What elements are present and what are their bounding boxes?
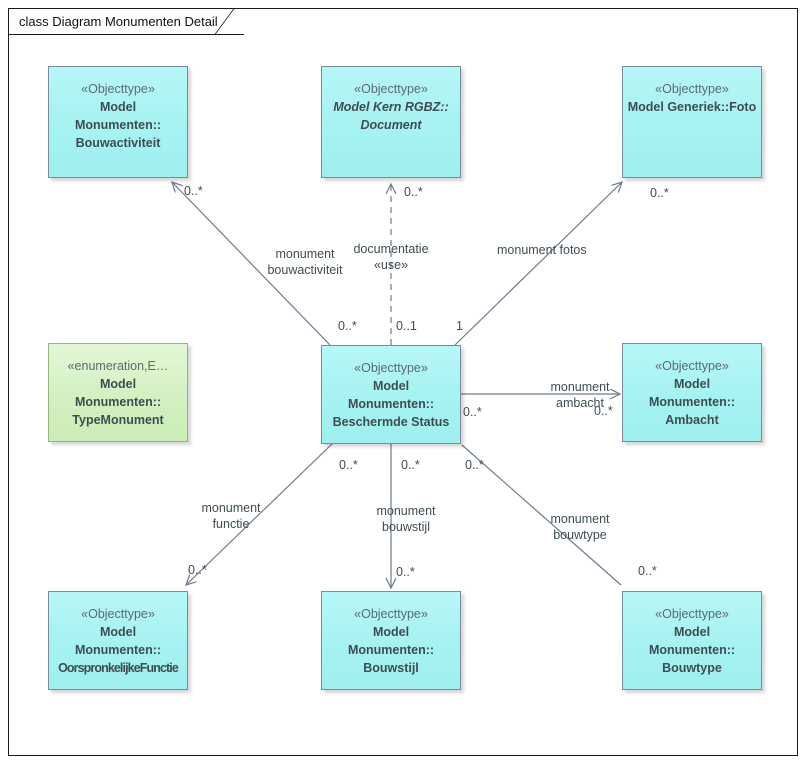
node-name-line: Monumenten:: bbox=[648, 395, 736, 409]
multiplicity-documentatie-target: 0..* bbox=[404, 185, 423, 199]
node-stereotype: «enumeration,E… bbox=[67, 359, 169, 373]
label-line: monument bbox=[550, 380, 610, 394]
multiplicity-bouwtype-target: 0..* bbox=[638, 564, 657, 578]
node-name-line: Monumenten:: bbox=[347, 643, 435, 657]
label-line: bouwtype bbox=[553, 528, 607, 542]
node-name-line: Model bbox=[99, 625, 137, 639]
node-name-line: Beschermde Status bbox=[332, 415, 450, 429]
connector-label-monument-bouwstijl: monument bouwstijl bbox=[356, 503, 456, 535]
connector-label-monument-bouwactiviteit: monument bouwactiviteit bbox=[255, 246, 355, 278]
node-stereotype: «Objecttype» bbox=[655, 359, 729, 373]
node-name-line: Model bbox=[372, 379, 410, 393]
label-stereotype: «use» bbox=[373, 258, 409, 272]
label-line: monument bbox=[201, 501, 261, 515]
label-line: monument bbox=[275, 247, 335, 261]
class-node-foto[interactable]: «Objecttype» Model Generiek::Foto bbox=[622, 66, 762, 178]
node-name-line: Model bbox=[99, 377, 137, 391]
node-name-line: Model bbox=[673, 625, 711, 639]
connector-monument-bouwtype[interactable] bbox=[461, 444, 622, 586]
multiplicity-ambacht-source: 0..* bbox=[463, 405, 482, 419]
node-name-line: Bouwstijl bbox=[363, 661, 419, 675]
node-name-line: Document bbox=[360, 118, 422, 132]
diagram-title: class Diagram Monumenten Detail bbox=[19, 14, 218, 29]
node-name-line: Monumenten:: bbox=[74, 118, 162, 132]
connector-label-documentatie: documentatie «use» bbox=[341, 241, 441, 273]
node-name-line: Monumenten:: bbox=[74, 643, 162, 657]
multiplicity-functie-target: 0..* bbox=[188, 563, 207, 577]
node-name-line: OorspronkelijkeFunctie bbox=[58, 661, 179, 675]
label-line: ambacht bbox=[556, 396, 604, 410]
node-name-line: Monumenten:: bbox=[648, 643, 736, 657]
label-line: functie bbox=[212, 517, 250, 531]
multiplicity-fotos-target: 0..* bbox=[650, 186, 669, 200]
multiplicity-bouwstijl-target: 0..* bbox=[396, 565, 415, 579]
label-line: monument bbox=[376, 504, 436, 518]
multiplicity-bouwstijl-source: 0..* bbox=[401, 458, 420, 472]
diagram-frame-title-tab: class Diagram Monumenten Detail bbox=[8, 8, 244, 35]
connector-label-monument-fotos: monument fotos bbox=[497, 242, 587, 258]
multiplicity-bouwtype-source: 0..* bbox=[465, 458, 484, 472]
connector-monument-bouwactiviteit[interactable] bbox=[172, 182, 331, 346]
multiplicity-fotos-source: 1 bbox=[456, 319, 463, 333]
node-stereotype: «Objecttype» bbox=[81, 82, 155, 96]
class-node-oorspronkelijke-functie[interactable]: «Objecttype» Model Monumenten:: Oorspron… bbox=[48, 591, 188, 690]
multiplicity-bouwactiviteit-source: 0..* bbox=[338, 319, 357, 333]
node-name-line: Model bbox=[372, 625, 410, 639]
multiplicity-bouwactiviteit-target: 0..* bbox=[184, 184, 203, 198]
label-line: monument fotos bbox=[497, 243, 587, 257]
node-stereotype: «Objecttype» bbox=[655, 607, 729, 621]
node-name-line: Model bbox=[673, 377, 711, 391]
class-node-bouwstijl[interactable]: «Objecttype» Model Monumenten:: Bouwstij… bbox=[321, 591, 461, 690]
node-stereotype: «Objecttype» bbox=[354, 361, 428, 375]
label-line: bouwactiviteit bbox=[267, 263, 343, 277]
node-name-line: Model Generiek::Foto bbox=[627, 100, 757, 114]
connector-label-monument-functie: monument functie bbox=[186, 500, 276, 532]
node-name-line: Bouwtype bbox=[662, 661, 722, 675]
node-stereotype: «Objecttype» bbox=[81, 607, 155, 621]
node-stereotype: «Objecttype» bbox=[655, 82, 729, 96]
connector-label-monument-bouwtype: monument bouwtype bbox=[535, 511, 625, 543]
class-node-ambacht[interactable]: «Objecttype» Model Monumenten:: Ambacht bbox=[622, 343, 762, 442]
node-name-line: TypeMonument bbox=[72, 413, 164, 427]
multiplicity-ambacht-target: 0..* bbox=[594, 404, 613, 418]
enumeration-node-typemonument[interactable]: «enumeration,E… Model Monumenten:: TypeM… bbox=[48, 343, 188, 442]
class-node-beschermde-status[interactable]: «Objecttype» Model Monumenten:: Bescherm… bbox=[321, 345, 461, 444]
multiplicity-functie-source: 0..* bbox=[339, 458, 358, 472]
multiplicity-documentatie-source: 0..1 bbox=[396, 319, 417, 333]
node-stereotype: «Objecttype» bbox=[354, 607, 428, 621]
node-name-line: Monumenten:: bbox=[74, 395, 162, 409]
class-node-document[interactable]: «Objecttype» Model Kern RGBZ:: Document bbox=[321, 66, 461, 178]
label-line: bouwstijl bbox=[382, 520, 430, 534]
connector-monument-fotos[interactable] bbox=[454, 182, 622, 346]
connector-label-monument-ambacht: monument ambacht bbox=[539, 379, 621, 411]
label-line: monument bbox=[550, 512, 610, 526]
class-node-bouwtype[interactable]: «Objecttype» Model Monumenten:: Bouwtype bbox=[622, 591, 762, 690]
node-name-line: Bouwactiviteit bbox=[75, 136, 161, 150]
node-stereotype: «Objecttype» bbox=[354, 82, 428, 96]
node-name-line: Model Kern RGBZ:: bbox=[333, 100, 449, 114]
node-name-line: Monumenten:: bbox=[347, 397, 435, 411]
class-node-bouwactiviteit[interactable]: «Objecttype» Model Monumenten:: Bouwacti… bbox=[48, 66, 188, 178]
node-name-line: Ambacht bbox=[665, 413, 719, 427]
label-line: documentatie bbox=[353, 242, 429, 256]
connector-monument-functie[interactable] bbox=[186, 442, 334, 585]
node-name-line: Model bbox=[99, 100, 137, 114]
